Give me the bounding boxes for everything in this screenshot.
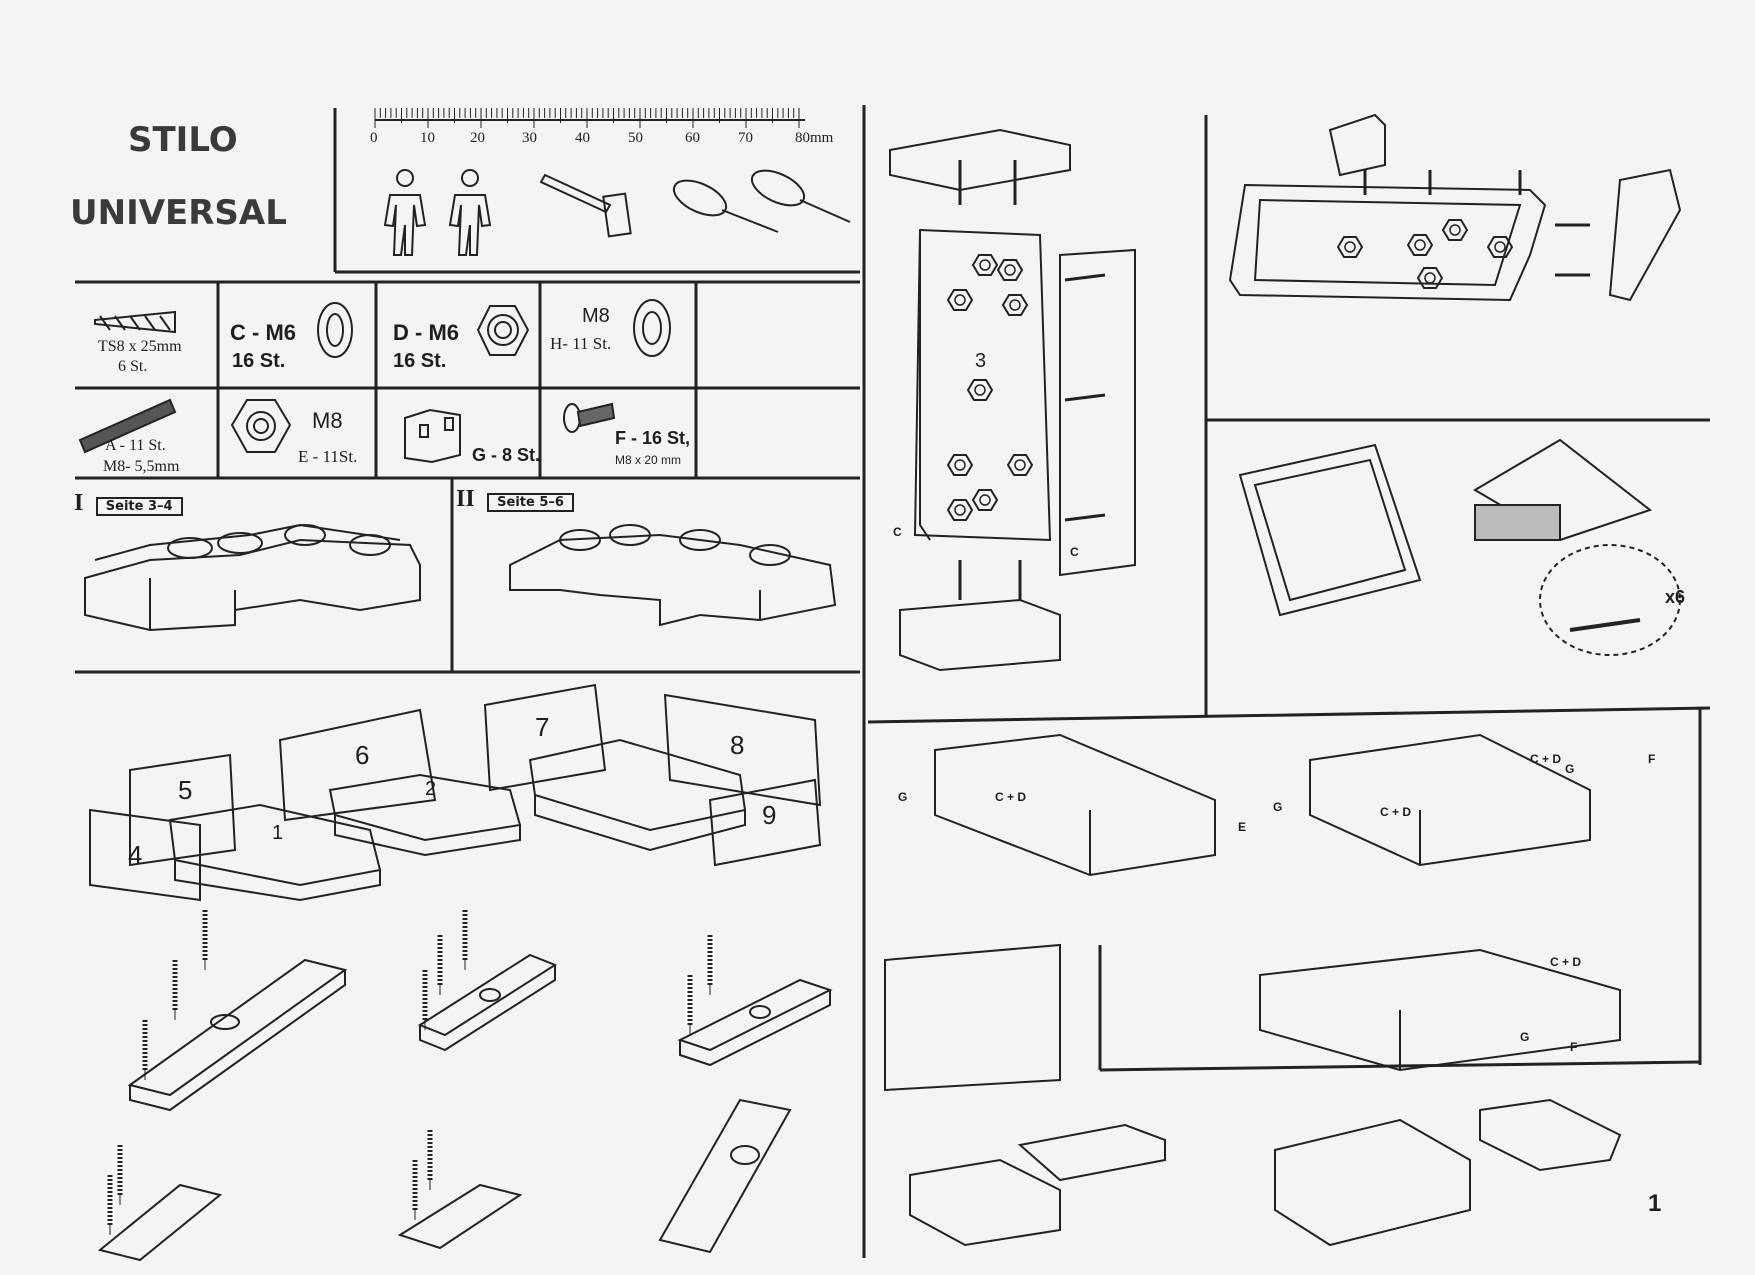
ruler-tick: 30: [522, 130, 537, 146]
washer-c-label: C - M6: [230, 320, 296, 345]
ruler-tick: 20: [470, 130, 485, 146]
variant-numeral: II: [456, 486, 475, 512]
brand-title: STILO: [128, 120, 238, 160]
panel-number: 7: [535, 712, 550, 742]
panel-number: 8: [730, 730, 745, 760]
washer-icon: [317, 302, 353, 358]
ruler-tick: 0: [370, 130, 378, 146]
ruler-labels: 0 10 20 30 40 50 60 70 80mm: [365, 130, 835, 150]
bolt-a-qty: A - 11 St.: [105, 437, 166, 454]
panel-number: 4: [128, 840, 143, 870]
washer-icon: [633, 299, 671, 357]
bolt-f-size: M8 x 20 mm: [615, 453, 682, 467]
ruler-tick: 40: [575, 130, 590, 146]
washer-c-qty: 16 St.: [232, 350, 286, 372]
nut-icon: [476, 305, 530, 356]
callout-f: F: [1648, 752, 1656, 766]
ruler-tick: 60: [685, 130, 700, 146]
board-drawings: [97, 910, 833, 1262]
panel-number: 9: [762, 800, 777, 830]
ruler: [374, 108, 805, 128]
two-person-icon: [383, 169, 492, 256]
panel-number: 5: [178, 775, 193, 805]
callout-g: G: [1520, 1030, 1530, 1044]
hammer-icon: [539, 173, 632, 238]
callout-cd: C + D: [1380, 805, 1412, 819]
nut-d-qty: 16 St.: [393, 350, 447, 372]
bolt-a-size: M8- 5,5mm: [103, 458, 180, 475]
sofa-preview-1: [84, 523, 421, 632]
callout-cd: C + D: [1530, 752, 1562, 766]
variant-label: Seite 3–4: [95, 497, 183, 516]
washer-h-label: M8: [582, 305, 610, 327]
screwdriver-icon: [672, 169, 851, 233]
bracket-g-label: G - 8 St.: [472, 445, 541, 465]
page-number: 1: [1648, 1190, 1662, 1217]
frame-top-view: [1228, 113, 1682, 302]
variant-numeral: I: [74, 490, 84, 516]
variant-1: I Seite 3–4: [74, 490, 183, 517]
panel-number: 1: [272, 822, 284, 844]
bolt-f-label: F - 16 St,: [615, 428, 691, 448]
callout-x6: x6: [1665, 587, 1686, 607]
callout-c: C: [1070, 545, 1079, 559]
ruler-tick: 80mm: [795, 130, 834, 146]
ruler-tick: 10: [420, 130, 435, 146]
bolt-icon: [563, 402, 616, 433]
variant-label: Seite 5–6: [487, 493, 574, 512]
base-frame: [1238, 438, 1681, 656]
washer-h-qty: H- 11 St.: [550, 334, 612, 353]
ruler-tick: 70: [738, 130, 753, 146]
sofa-preview-2: [509, 524, 837, 627]
sofa-exploded-view: [89, 683, 822, 902]
callout-cd: C + D: [1550, 955, 1582, 969]
callout-g: G: [1565, 762, 1575, 776]
callout-c: C: [893, 525, 902, 539]
callout-g: G: [898, 790, 908, 804]
nut-e-qty: E - 11St.: [298, 447, 358, 466]
panel-number: 2: [425, 778, 437, 800]
variant-2: II Seite 5–6: [456, 486, 574, 513]
ruler-tick: 50: [628, 130, 643, 146]
callout-f: F: [1570, 1040, 1578, 1054]
panel-number: 3: [975, 350, 987, 372]
nut-icon: [230, 399, 292, 453]
grid-lines: [75, 105, 1711, 1258]
frame-assembly: [889, 128, 1136, 672]
panel-number: 6: [355, 740, 370, 770]
screw-size: TS8 x 25mm: [98, 338, 182, 355]
callout-g: G: [1273, 800, 1283, 814]
sofa-assembly-steps: [884, 733, 1622, 1247]
threaded-rod-icon: [78, 398, 177, 454]
wood-screw-icon: [94, 310, 176, 334]
callout-e: E: [1238, 820, 1247, 834]
callout-cd: C + D: [995, 790, 1027, 804]
screw-qty: 6 St.: [118, 358, 148, 375]
nut-e-label: M8: [312, 408, 343, 433]
nut-d-label: D - M6: [393, 320, 459, 345]
product-title: UNIVERSAL: [70, 193, 287, 233]
bracket-icon: [404, 408, 461, 464]
